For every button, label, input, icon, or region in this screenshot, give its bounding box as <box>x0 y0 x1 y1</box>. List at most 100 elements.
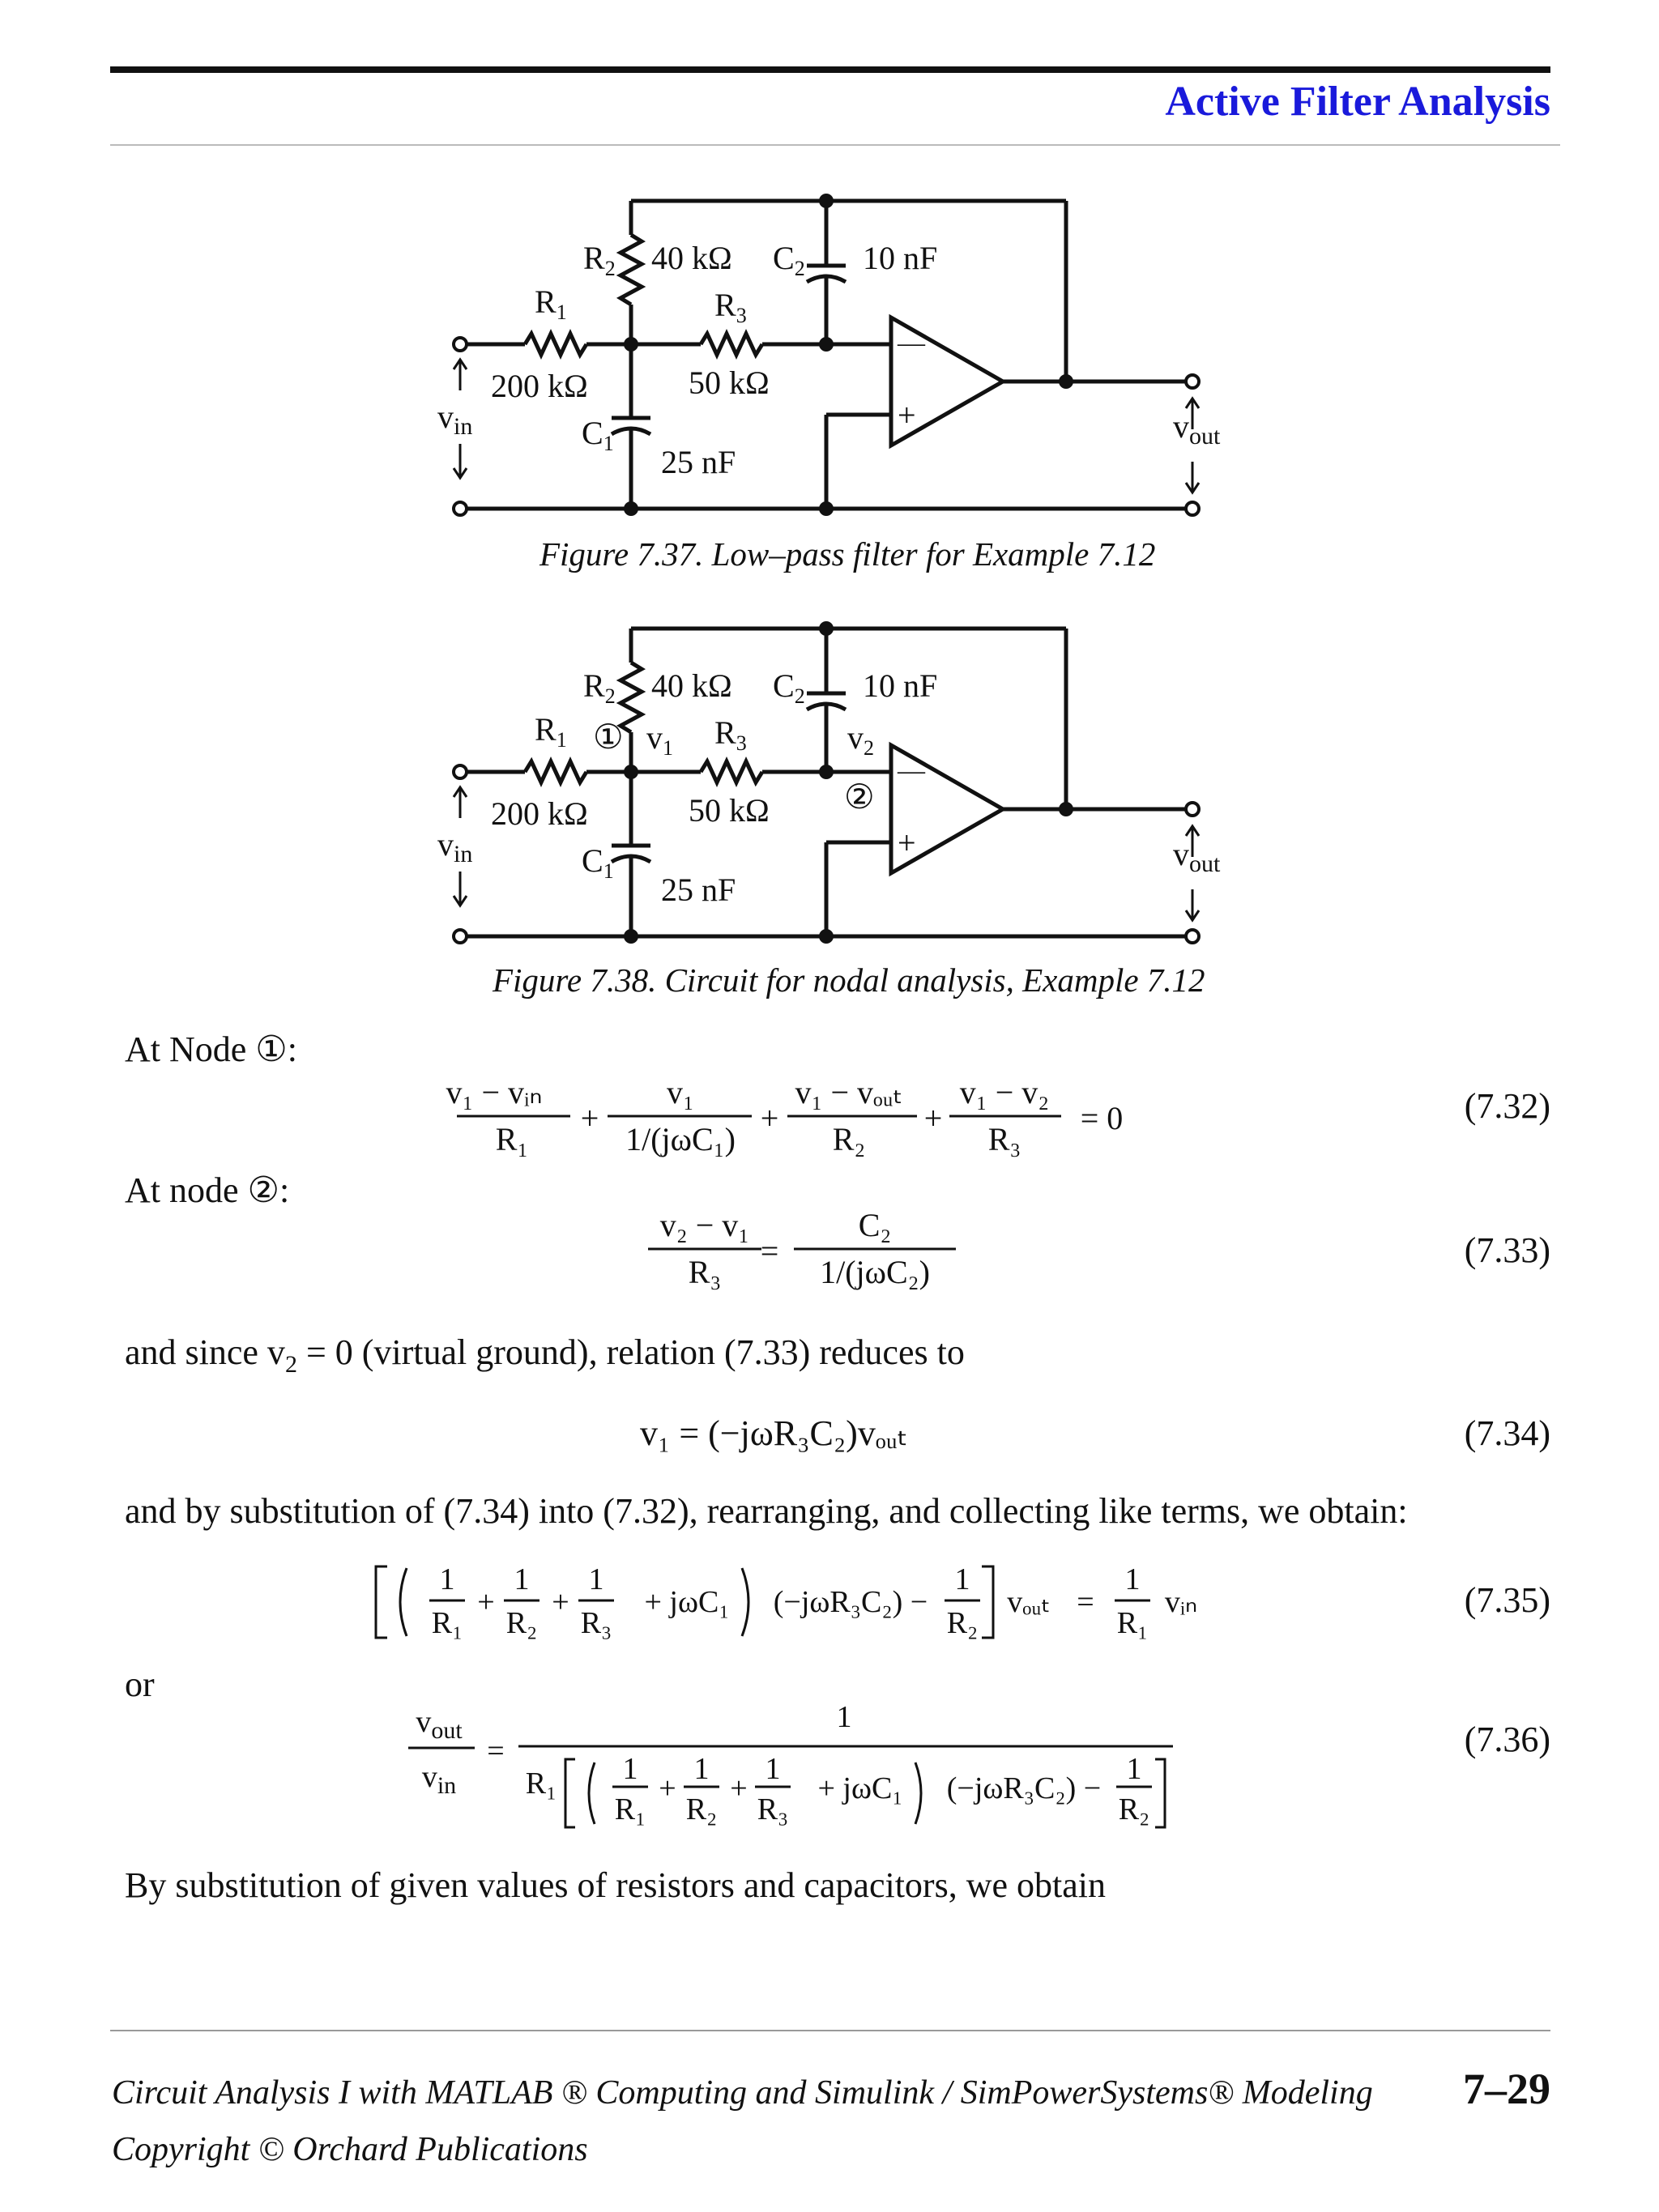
svg-text:R₁: R₁ <box>432 1606 463 1640</box>
svg-text:1: 1 <box>623 1752 638 1786</box>
opamp-plus: + <box>898 397 916 433</box>
r1-label: R1 <box>535 283 567 324</box>
svg-text:R₃: R₃ <box>689 1254 722 1290</box>
header-rule <box>110 66 1550 73</box>
svg-text:vout: vout <box>416 1705 463 1744</box>
svg-text:R₃: R₃ <box>757 1792 789 1826</box>
footer-copyright: Copyright © Orchard Publications <box>112 2131 588 2168</box>
equation-7-33: v₂ − v₁ R₃ = C₂ 1/(jωC₂) <box>648 1207 956 1290</box>
c1-label: C1 <box>582 415 614 455</box>
svg-text:R₁: R₁ <box>496 1121 529 1157</box>
svg-text:1: 1 <box>514 1562 530 1596</box>
footer-divider <box>110 2030 1550 2031</box>
r2-value: 40 kΩ <box>651 240 732 276</box>
vin-label: vin <box>437 399 472 440</box>
svg-text:(−jωR₃C₂) −: (−jωR₃C₂) − <box>947 1771 1101 1805</box>
equation-7-34: v₁ = (−jωR₃C₂)vₒᵤₜ <box>640 1413 908 1453</box>
svg-text:R₃: R₃ <box>581 1606 612 1640</box>
svg-text:vᵢₙ: vᵢₙ <box>1165 1585 1197 1619</box>
equation-7-32: v₁ − vᵢₙ R₁ + v₁ 1/(jωC₁) + v₁ − vₒᵤₜ R₂… <box>446 1074 1124 1157</box>
figure-7-37-caption: Figure 7.37. Low–pass filter for Example… <box>539 535 1156 573</box>
svg-text:+ jωC₁: + jωC₁ <box>817 1771 902 1805</box>
svg-text:+: + <box>924 1100 943 1136</box>
svg-text:vout: vout <box>1173 836 1221 877</box>
svg-text:+: + <box>552 1585 569 1619</box>
running-header: Active Filter Analysis <box>1165 79 1550 125</box>
svg-text:R2: R2 <box>583 667 616 708</box>
eq-number-7-33: (7.33) <box>1464 1230 1550 1270</box>
at-node-1-label: At Node ①: <box>125 1029 297 1069</box>
vout-label: vout <box>1173 408 1221 450</box>
svg-text:R₂: R₂ <box>947 1606 979 1640</box>
header-divider <box>110 144 1560 146</box>
final-sentence: By substitution of given values of resis… <box>125 1865 1106 1905</box>
svg-text:v₂ − v₁: v₂ − v₁ <box>660 1207 749 1243</box>
svg-text:v₁: v₁ <box>667 1074 694 1110</box>
at-node-2-label: At node ②: <box>125 1170 290 1210</box>
node-2-marker: ② <box>844 779 875 816</box>
r2-label: R2 <box>583 240 616 280</box>
svg-text:R3: R3 <box>714 714 747 755</box>
svg-text:1: 1 <box>1127 1752 1142 1786</box>
svg-text:+: + <box>659 1771 676 1805</box>
node-1-marker: ① <box>593 719 624 757</box>
c2-value: 10 nF <box>863 240 937 276</box>
eq-number-7-34: (7.34) <box>1464 1413 1550 1453</box>
eq-number-7-32: (7.32) <box>1464 1086 1550 1126</box>
svg-text:+: + <box>581 1100 599 1136</box>
svg-text:25 nF: 25 nF <box>661 872 736 908</box>
v2-label: v2 <box>847 719 874 760</box>
svg-text:1: 1 <box>955 1562 970 1596</box>
svg-text:1: 1 <box>837 1700 852 1734</box>
figure-7-38-circuit: R1 200 kΩ R2 40 kΩ R3 50 kΩ C1 25 nF C2 … <box>437 621 1221 944</box>
svg-text:+: + <box>477 1585 494 1619</box>
or-text: or <box>125 1664 155 1704</box>
equation-7-35: 1 R₁ + 1 R₂ + 1 R₃ + jωC₁ (−jωR₃C₂) − 1 … <box>374 1562 1197 1640</box>
v1-label: v1 <box>646 719 673 760</box>
svg-text:R₁: R₁ <box>526 1767 557 1801</box>
svg-text:1/(jωC₂): 1/(jωC₂) <box>820 1254 930 1290</box>
footer-book-title: Circuit Analysis I with MATLAB ® Computi… <box>112 2074 1373 2112</box>
svg-text:C2: C2 <box>773 667 805 708</box>
svg-text:—: — <box>897 756 926 786</box>
figure-7-38-caption: Figure 7.38. Circuit for nodal analysis,… <box>493 961 1205 999</box>
svg-text:+: + <box>898 825 916 861</box>
r3-label: R3 <box>714 287 747 327</box>
svg-text:10 nF: 10 nF <box>863 667 937 704</box>
svg-text:R₁: R₁ <box>615 1792 646 1826</box>
opamp-minus: — <box>897 328 926 358</box>
svg-text:1: 1 <box>589 1562 604 1596</box>
svg-text:= 0: = 0 <box>1081 1100 1124 1136</box>
r3-value: 50 kΩ <box>689 364 770 401</box>
svg-text:R₂: R₂ <box>686 1792 718 1826</box>
svg-text:1: 1 <box>694 1752 710 1786</box>
svg-text:1: 1 <box>1125 1562 1141 1596</box>
svg-text:1: 1 <box>766 1752 781 1786</box>
svg-text:+: + <box>730 1771 747 1805</box>
c2-label: C2 <box>773 240 805 280</box>
svg-text:R1: R1 <box>535 711 567 752</box>
svg-text:vin: vin <box>422 1760 456 1799</box>
r1-value: 200 kΩ <box>491 368 588 404</box>
svg-text:v₁ − vᵢₙ: v₁ − vᵢₙ <box>446 1074 543 1110</box>
svg-text:R₂: R₂ <box>1119 1792 1150 1826</box>
svg-text:R₃: R₃ <box>988 1121 1021 1157</box>
figure-7-37-circuit: R1 200 kΩ R2 40 kΩ R3 50 kΩ C1 25 nF C2 … <box>437 194 1221 517</box>
svg-text:v₁ − vₒᵤₜ: v₁ − vₒᵤₜ <box>795 1074 903 1110</box>
svg-text:+ jωC₁: + jωC₁ <box>644 1585 729 1619</box>
svg-text:200 kΩ: 200 kΩ <box>491 795 588 832</box>
svg-text:C1: C1 <box>582 842 614 883</box>
svg-text:C₂: C₂ <box>859 1207 892 1243</box>
eq-number-7-36: (7.36) <box>1464 1720 1550 1759</box>
svg-text:R₁: R₁ <box>1117 1606 1149 1640</box>
svg-text:=: = <box>487 1734 504 1768</box>
svg-text:vin: vin <box>437 826 472 867</box>
substitution-sentence: and by substitution of (7.34) into (7.32… <box>125 1491 1408 1531</box>
page-number: 7–29 <box>1463 2065 1550 2113</box>
svg-text:=: = <box>761 1233 779 1269</box>
equation-7-36: vout vin = 1 R₁ 1 R₁ + 1 R₂ + 1 R₃ + jωC… <box>408 1700 1173 1829</box>
svg-text:1: 1 <box>440 1562 455 1596</box>
svg-text:40 kΩ: 40 kΩ <box>651 667 732 704</box>
svg-text:vₒᵤₜ: vₒᵤₜ <box>1007 1585 1051 1619</box>
svg-text:R₂: R₂ <box>833 1121 866 1157</box>
